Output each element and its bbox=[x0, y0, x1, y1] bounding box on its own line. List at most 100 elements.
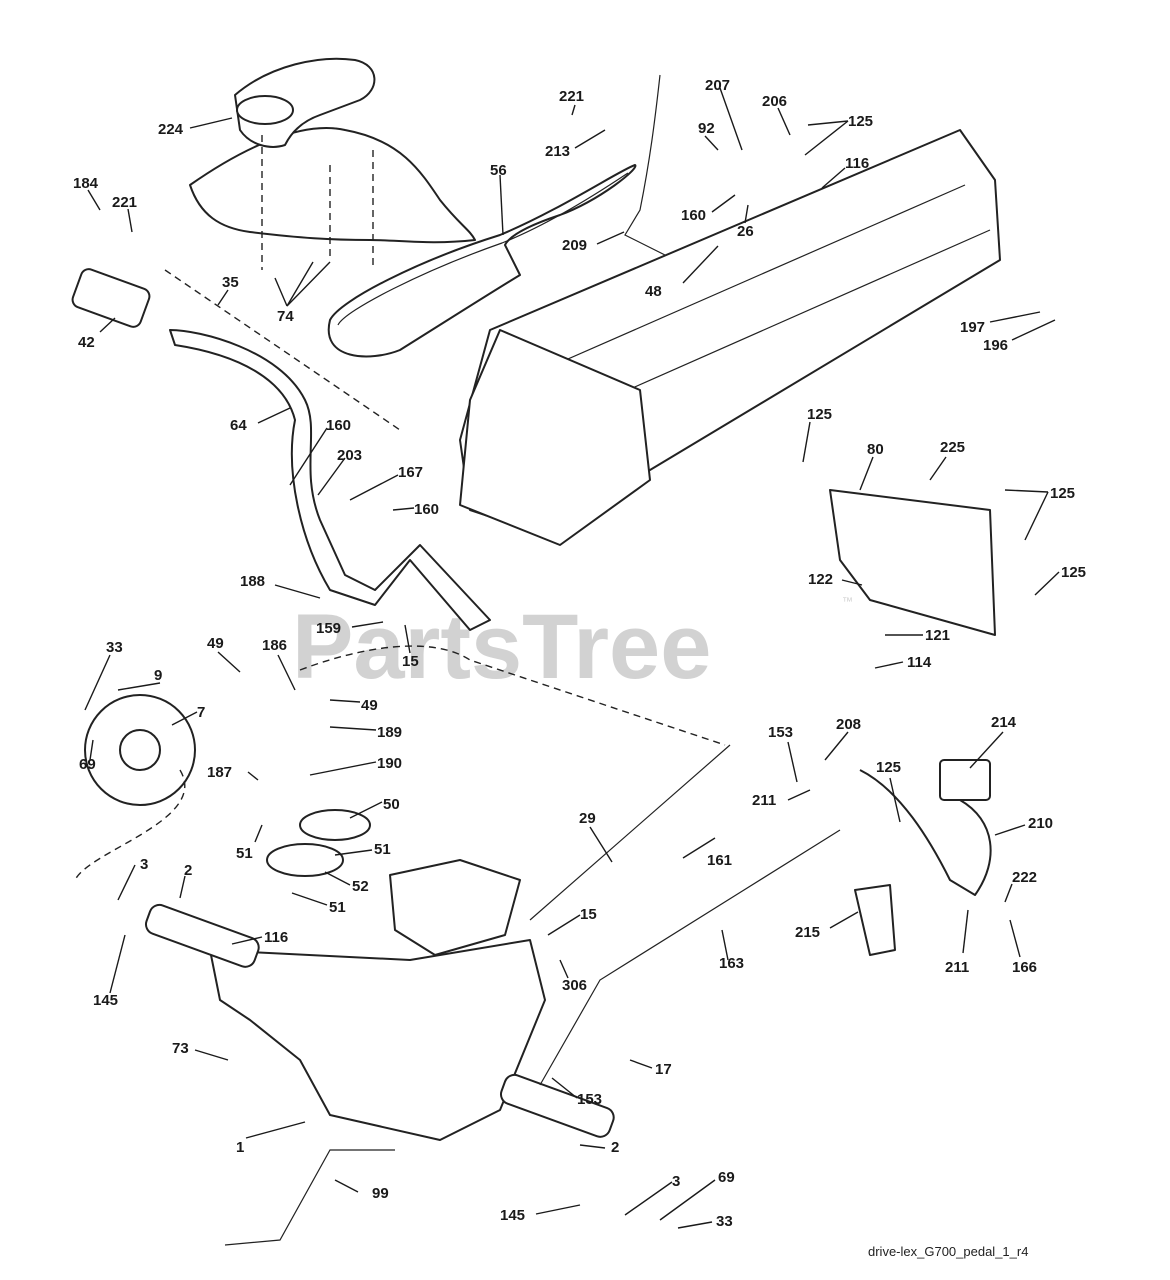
callout-26: 26 bbox=[737, 223, 754, 240]
pedal-pad bbox=[939, 759, 991, 801]
callout-49: 49 bbox=[361, 697, 378, 714]
callout-114: 114 bbox=[907, 654, 932, 671]
callout-306: 306 bbox=[562, 977, 587, 994]
callout-33: 33 bbox=[106, 639, 123, 656]
axle-left bbox=[145, 903, 260, 968]
callout-214: 214 bbox=[991, 714, 1017, 731]
callout-125: 125 bbox=[1050, 485, 1075, 502]
callout-190: 190 bbox=[377, 755, 402, 772]
callout-188: 188 bbox=[240, 573, 265, 590]
callout-145: 145 bbox=[500, 1207, 525, 1224]
callout-160: 160 bbox=[326, 417, 351, 434]
callout-206: 206 bbox=[762, 93, 787, 110]
handle-grip bbox=[71, 268, 151, 328]
rear-plate bbox=[829, 489, 996, 636]
callout-160: 160 bbox=[414, 501, 439, 518]
callout-74: 74 bbox=[277, 308, 294, 325]
callout-80: 80 bbox=[867, 441, 884, 458]
callout-221: 221 bbox=[112, 194, 137, 211]
callout-48: 48 bbox=[645, 283, 662, 300]
callout-49: 49 bbox=[207, 635, 224, 652]
callout-42: 42 bbox=[78, 334, 95, 351]
callout-125: 125 bbox=[1061, 564, 1086, 581]
pulley-50 bbox=[299, 809, 371, 841]
callout-15: 15 bbox=[402, 653, 419, 670]
axle-right bbox=[500, 1073, 615, 1138]
callout-29: 29 bbox=[579, 810, 596, 827]
callout-203: 203 bbox=[337, 447, 362, 464]
watermark-trademark: ™ bbox=[842, 596, 853, 608]
steering-column-opening bbox=[236, 95, 294, 125]
callout-122: 122 bbox=[808, 571, 833, 588]
dash-console bbox=[234, 57, 376, 148]
callout-15: 15 bbox=[580, 906, 597, 923]
callout-153: 153 bbox=[577, 1091, 602, 1108]
callout-221: 221 bbox=[559, 88, 584, 105]
leader-lines bbox=[84, 87, 1060, 1229]
callout-167: 167 bbox=[398, 464, 423, 481]
callout-211: 211 bbox=[752, 792, 776, 809]
callout-145: 145 bbox=[93, 992, 118, 1009]
callout-2: 2 bbox=[184, 862, 192, 879]
transaxle bbox=[209, 939, 546, 1141]
callout-35: 35 bbox=[222, 274, 239, 291]
callout-92: 92 bbox=[698, 120, 715, 137]
callout-9: 9 bbox=[154, 667, 162, 684]
callout-51: 51 bbox=[374, 841, 391, 858]
callout-51: 51 bbox=[329, 899, 346, 916]
callout-52: 52 bbox=[352, 878, 369, 895]
callout-125: 125 bbox=[876, 759, 901, 776]
dash-panel bbox=[189, 127, 476, 244]
watermark: PartsTree bbox=[292, 596, 711, 698]
callout-160: 160 bbox=[681, 207, 706, 224]
callout-64: 64 bbox=[230, 417, 247, 434]
callout-3: 3 bbox=[140, 856, 148, 873]
callout-51: 51 bbox=[236, 845, 253, 862]
callout-2: 2 bbox=[611, 1139, 619, 1156]
cooling-fan bbox=[389, 859, 521, 956]
callout-196: 196 bbox=[983, 337, 1008, 354]
callout-7: 7 bbox=[197, 704, 205, 721]
callout-159: 159 bbox=[316, 620, 341, 637]
callout-56: 56 bbox=[490, 162, 507, 179]
callout-209: 209 bbox=[562, 237, 587, 254]
callout-222: 222 bbox=[1012, 869, 1037, 886]
brake-pedal-pad bbox=[854, 884, 896, 956]
callout-116: 116 bbox=[845, 155, 869, 172]
callout-33: 33 bbox=[716, 1213, 733, 1230]
callout-187: 187 bbox=[207, 764, 232, 781]
callout-163: 163 bbox=[719, 955, 744, 972]
callout-207: 207 bbox=[705, 77, 730, 94]
callout-73: 73 bbox=[172, 1040, 189, 1057]
callout-125: 125 bbox=[848, 113, 873, 130]
callout-69: 69 bbox=[79, 756, 96, 773]
callout-215: 215 bbox=[795, 924, 820, 941]
callout-50: 50 bbox=[383, 796, 400, 813]
callout-166: 166 bbox=[1012, 959, 1037, 976]
callout-161: 161 bbox=[707, 852, 732, 869]
callout-121: 121 bbox=[925, 627, 950, 644]
callout-211: 211 bbox=[945, 959, 969, 976]
callout-225: 225 bbox=[940, 439, 965, 456]
drawing bbox=[71, 57, 1001, 1246]
callout-224: 224 bbox=[158, 121, 184, 138]
callout-213: 213 bbox=[545, 143, 570, 160]
callout-186: 186 bbox=[262, 637, 287, 654]
callout-189: 189 bbox=[377, 724, 402, 741]
callout-208: 208 bbox=[836, 716, 861, 733]
diagram-caption: drive-lex_G700_pedal_1_r4 bbox=[868, 1244, 1028, 1259]
callout-184: 184 bbox=[73, 175, 99, 192]
callout-3: 3 bbox=[672, 1173, 680, 1190]
callout-116: 116 bbox=[264, 929, 288, 946]
callout-210: 210 bbox=[1028, 815, 1053, 832]
callout-153: 153 bbox=[768, 724, 793, 741]
callout-125: 125 bbox=[807, 406, 832, 423]
pulley-52 bbox=[266, 843, 344, 877]
callout-17: 17 bbox=[655, 1061, 672, 1078]
callout-1: 1 bbox=[236, 1139, 244, 1156]
rear-bracket bbox=[459, 329, 651, 546]
callout-69: 69 bbox=[718, 1169, 735, 1186]
callout-labels: 224 221 213 207 206 125 184 221 56 92 11… bbox=[73, 77, 1086, 1230]
shift-lever bbox=[169, 329, 491, 631]
